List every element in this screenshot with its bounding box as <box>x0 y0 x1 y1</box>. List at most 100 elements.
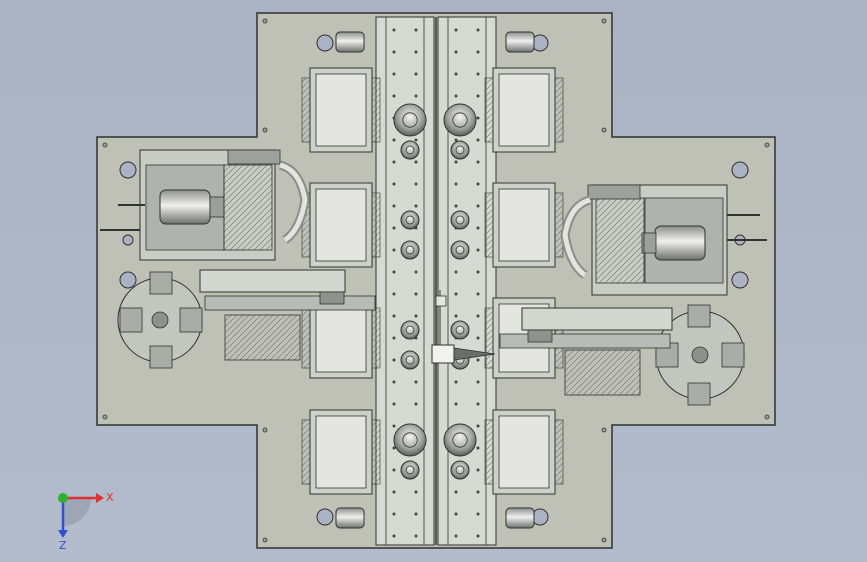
rail-bolt <box>392 292 396 296</box>
roller <box>393 103 427 137</box>
spindle-rollers <box>393 103 477 480</box>
rail-bolt <box>454 402 458 406</box>
rail-bolt <box>454 182 458 186</box>
roller-hub <box>455 325 465 335</box>
roller-hub <box>402 432 418 448</box>
rail-bolt <box>454 94 458 98</box>
rail-bolt <box>414 314 418 318</box>
z-axis-arrow <box>58 530 68 538</box>
rail-bolt <box>392 226 396 230</box>
rail-bolt <box>392 380 396 384</box>
rail-bolt <box>476 138 480 142</box>
rail-bolt <box>392 468 396 472</box>
rail-bolt <box>476 446 480 450</box>
rail-bolt <box>476 402 480 406</box>
roller <box>393 423 427 457</box>
rail-bolt <box>476 226 480 230</box>
station-side <box>371 192 381 258</box>
rail-bolt <box>454 72 458 76</box>
y-axis-origin-dot <box>58 493 68 503</box>
station-side <box>301 307 311 369</box>
rail-bolt <box>414 182 418 186</box>
rail-bolt <box>392 336 396 340</box>
rail-bolt <box>476 424 480 428</box>
station-inner <box>315 415 367 489</box>
roller <box>450 460 470 480</box>
clamp-wheel <box>505 507 535 529</box>
rail-bolt <box>392 424 396 428</box>
rail-bolt <box>414 28 418 32</box>
roller-hub <box>405 245 415 255</box>
rail-bolt <box>476 512 480 516</box>
station-side <box>301 77 311 143</box>
rail-bolt <box>454 490 458 494</box>
right-motor-assembly <box>560 184 767 296</box>
rail-bolt <box>454 270 458 274</box>
roller <box>400 350 420 370</box>
rail-bolt <box>414 512 418 516</box>
rail-bolt <box>454 204 458 208</box>
rail-bolt <box>454 160 458 164</box>
rail-bolt <box>392 270 396 274</box>
rail-bolt <box>454 50 458 54</box>
rail-bolt <box>476 336 480 340</box>
rail-bolt <box>476 248 480 252</box>
roller <box>400 140 420 160</box>
station-side <box>554 419 564 485</box>
station-side <box>301 419 311 485</box>
rail-bolt <box>414 380 418 384</box>
rail-bolt <box>476 490 480 494</box>
roller-hub <box>455 465 465 475</box>
rail-bolt <box>454 28 458 32</box>
station-inner <box>315 73 367 147</box>
rail-bolt <box>392 490 396 494</box>
plate-large-holes <box>119 34 749 526</box>
rail-bolt <box>414 534 418 538</box>
roller-hub <box>405 325 415 335</box>
rail-bolt <box>476 380 480 384</box>
rail-bolt <box>392 138 396 142</box>
rail-bolt <box>392 358 396 362</box>
z-axis-label: Z <box>59 539 67 552</box>
roller <box>443 103 477 137</box>
station-side <box>484 419 494 485</box>
rail-bolt <box>392 534 396 538</box>
roller <box>450 240 470 260</box>
roller <box>450 320 470 340</box>
plate-mounting-holes <box>102 18 770 543</box>
station-side <box>484 192 494 258</box>
roller-hub <box>405 215 415 225</box>
rail-bolt <box>392 50 396 54</box>
rail-bolt <box>476 72 480 76</box>
rail-bolt <box>414 204 418 208</box>
coordinate-triad: X Z <box>58 491 114 552</box>
rail-bolt <box>454 380 458 384</box>
station-inner <box>498 73 550 147</box>
roller-hub <box>455 215 465 225</box>
center-gripper <box>431 290 496 364</box>
rail-bolt <box>392 160 396 164</box>
station-modules <box>301 31 564 529</box>
station-side <box>484 307 494 369</box>
rail-bolt <box>414 402 418 406</box>
roller <box>400 460 420 480</box>
rail-bolt <box>392 402 396 406</box>
rail-bolt <box>414 292 418 296</box>
roller <box>450 140 470 160</box>
station-inner <box>315 303 367 373</box>
rail-bolt <box>392 94 396 98</box>
rail-bolt <box>476 28 480 32</box>
roller <box>400 320 420 340</box>
roller-hub <box>405 355 415 365</box>
rail-bolt <box>454 512 458 516</box>
roller-hub <box>402 112 418 128</box>
station-side <box>484 77 494 143</box>
clamp-wheel <box>505 31 535 53</box>
roller-hub <box>455 245 465 255</box>
rail-bolt <box>476 204 480 208</box>
roller-hub <box>405 145 415 155</box>
station-inner <box>315 188 367 262</box>
roller <box>443 423 477 457</box>
station-inner <box>498 188 550 262</box>
